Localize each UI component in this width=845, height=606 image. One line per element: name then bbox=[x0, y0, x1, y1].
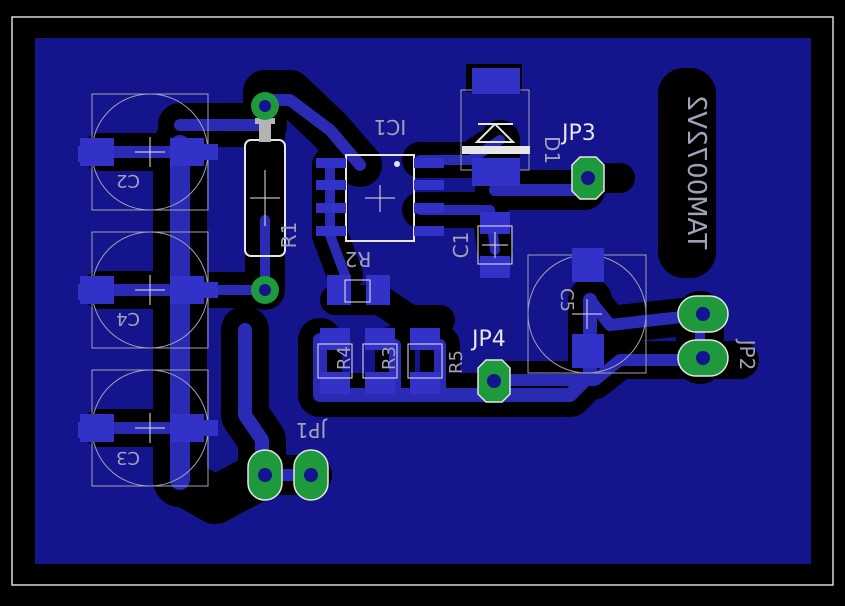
jp4-connector: JP4 bbox=[470, 327, 511, 403]
jp2-connector: JP2 bbox=[677, 295, 759, 377]
r1-component: R1 bbox=[244, 118, 301, 257]
label-r2: R2 bbox=[345, 247, 372, 271]
c1-component: C1 bbox=[449, 212, 513, 278]
r2-component: R2 bbox=[327, 247, 390, 305]
ic1-component: IC1 bbox=[316, 115, 444, 242]
cap-labels: C2 C4 C3 C5 bbox=[116, 170, 577, 468]
label-d1: D1 bbox=[540, 136, 564, 164]
label-ic1: IC1 bbox=[374, 115, 407, 139]
label-c1: C1 bbox=[449, 232, 473, 259]
label-c5: C5 bbox=[556, 288, 577, 312]
r4-component: R4 bbox=[317, 328, 355, 394]
r3-component: R3 bbox=[362, 328, 400, 394]
label-jp3: JP3 bbox=[560, 121, 596, 146]
label-c4: C4 bbox=[116, 308, 140, 329]
cap-pads bbox=[78, 138, 604, 442]
board-text-label: TAM0072V2 bbox=[681, 95, 711, 251]
label-c2: C2 bbox=[116, 170, 140, 191]
label-jp2: JP2 bbox=[735, 338, 759, 371]
cap-crosshairs bbox=[135, 137, 602, 443]
jp3-connector: JP3 bbox=[560, 121, 605, 200]
label-c3: C3 bbox=[116, 447, 140, 468]
label-jp1: JP1 bbox=[296, 418, 329, 442]
label-r1: R1 bbox=[277, 222, 301, 249]
label-jp4: JP4 bbox=[470, 327, 506, 352]
board-outline bbox=[11, 16, 834, 586]
r5-component: R5 bbox=[407, 328, 467, 394]
jp1-connector: JP1 bbox=[247, 418, 329, 501]
d1-component: D1 bbox=[460, 68, 564, 186]
label-r3: R3 bbox=[379, 346, 400, 370]
tht-pads bbox=[251, 92, 279, 304]
label-r4: R4 bbox=[334, 346, 355, 370]
board-text: TAM0072V2 bbox=[681, 95, 711, 251]
label-r5: R5 bbox=[446, 350, 467, 374]
